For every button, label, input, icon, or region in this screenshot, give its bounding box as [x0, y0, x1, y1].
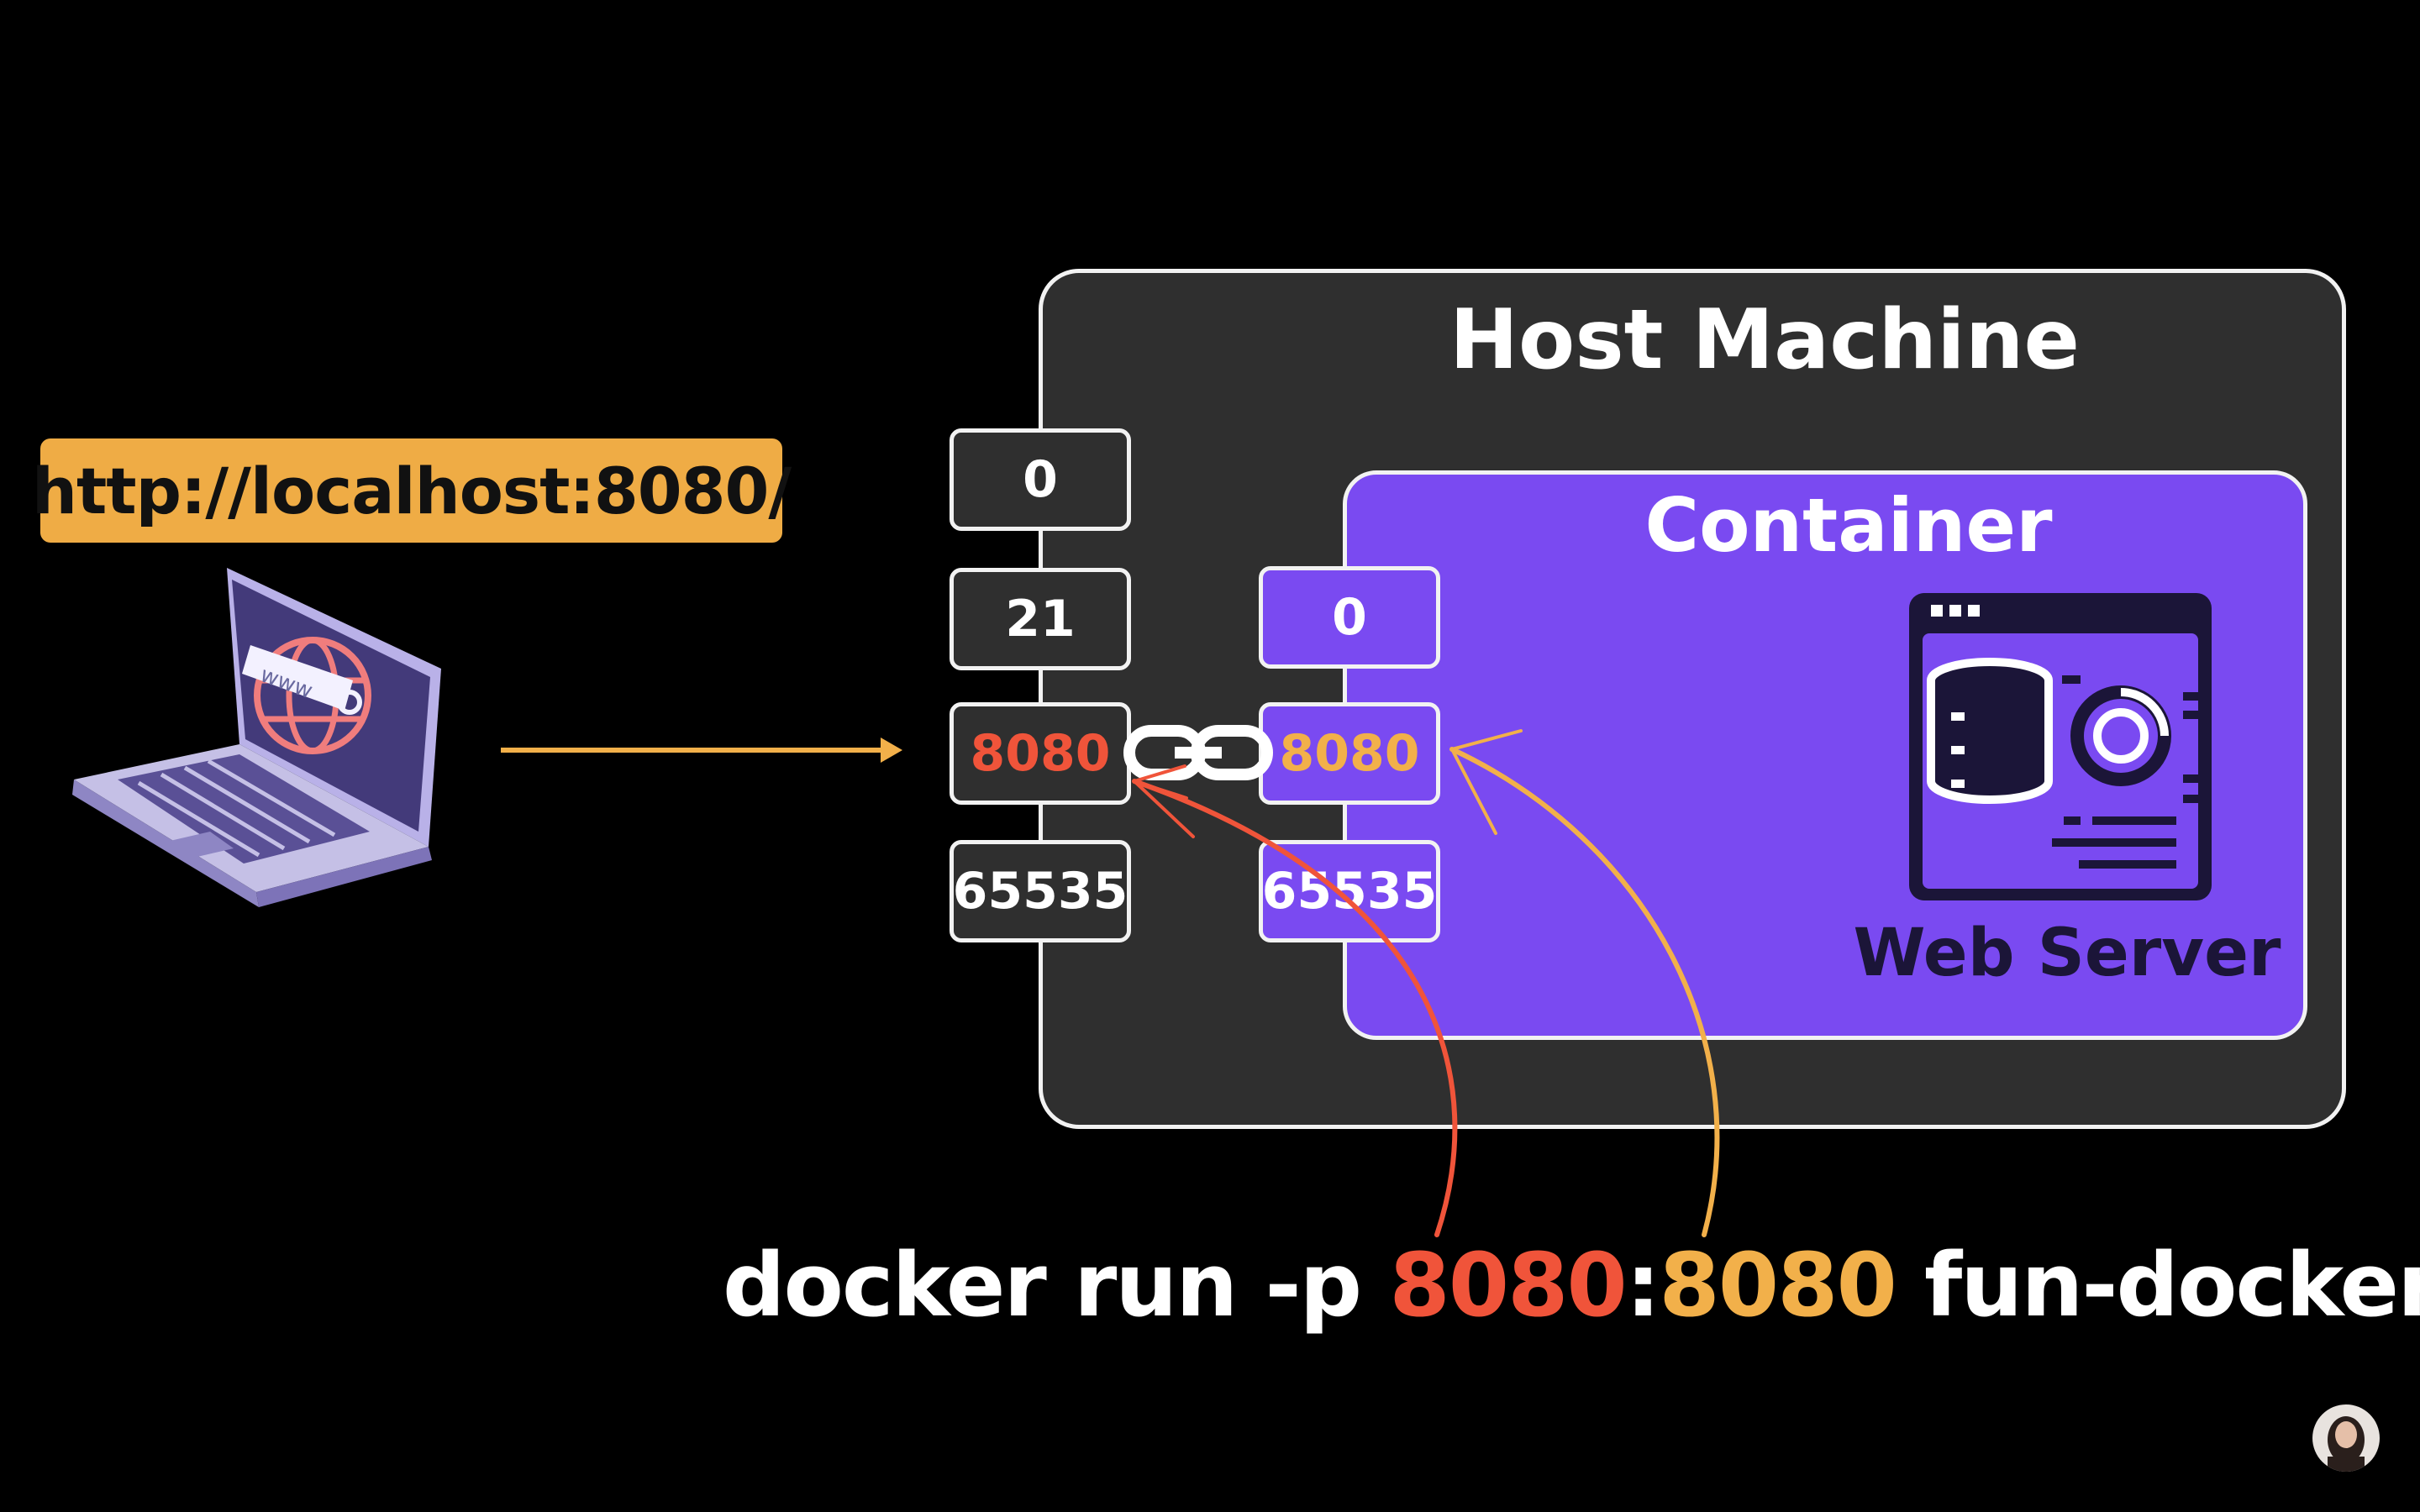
host-port-8080: 8080	[950, 702, 1131, 805]
command-separator: :	[1625, 1234, 1661, 1336]
command-suffix: fun-docker	[1895, 1234, 2420, 1336]
url-badge: http://localhost:8080/	[32, 438, 792, 543]
web-server-label: Web Server	[1853, 916, 2281, 991]
command-container-port: 8080	[1659, 1234, 1897, 1336]
docker-command: docker run -p 8080 : 8080 fun-docker	[723, 1226, 2420, 1344]
host-port-21: 21	[950, 568, 1131, 670]
request-arrow	[501, 738, 902, 763]
presenter-avatar	[2312, 1404, 2380, 1472]
container-port-8080: 8080	[1259, 702, 1440, 805]
command-prefix: docker run -p	[723, 1234, 1390, 1336]
container-title: Container	[1644, 481, 2053, 569]
container-port-0: 0	[1259, 566, 1440, 669]
command-host-port: 8080	[1389, 1234, 1627, 1336]
laptop-icon: www	[67, 554, 445, 924]
host-port-65535: 65535	[950, 840, 1131, 942]
host-machine-title: Host Machine	[1449, 292, 2080, 388]
web-server-icon	[1901, 588, 2220, 907]
chain-link-icon	[1123, 725, 1273, 780]
host-port-0: 0	[950, 428, 1131, 531]
mapping-arrows	[1132, 729, 1720, 1237]
